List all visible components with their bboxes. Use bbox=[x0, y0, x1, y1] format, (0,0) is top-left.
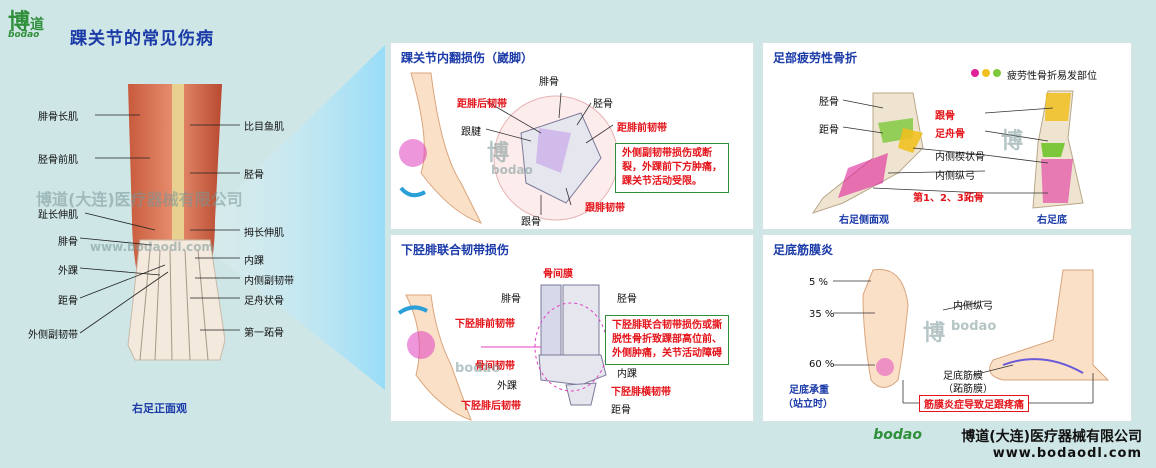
p4-load-title: 足底承重 bbox=[789, 385, 829, 396]
label-first-metatarsal: 第一跖骨 bbox=[244, 328, 284, 339]
caption-front-view: 右足正面观 bbox=[132, 402, 187, 415]
p3-note: 下胫腓联合韧带损伤或撕脱性骨折致踝部高位前、外侧肿痛，关节活动障碍 bbox=[605, 315, 729, 365]
legend-dot-yellow bbox=[982, 69, 990, 77]
p1-label-tibia: 胫骨 bbox=[593, 99, 613, 110]
highlight-beam bbox=[190, 45, 385, 390]
p3-label-ios-lig: 骨间韧带 bbox=[475, 361, 515, 372]
p1-label-post-talofib: 距腓后韧带 bbox=[457, 99, 507, 110]
p4-percent-heel: 60 % bbox=[809, 359, 835, 370]
footer-site: www.bodaodl.com bbox=[992, 446, 1142, 461]
panel-title: 下胫腓联合韧带损伤 bbox=[401, 243, 510, 257]
logo-glyph: 博道 bbox=[8, 9, 45, 35]
p3-watermark-text: bodao bbox=[455, 361, 501, 376]
label-fibula: 腓骨 bbox=[58, 237, 78, 248]
p4-load-sub: （站立时） bbox=[783, 399, 833, 410]
tibia-bone bbox=[172, 84, 184, 244]
p2-label-navicular: 足舟骨 bbox=[935, 129, 965, 140]
label-soleus: 比目鱼肌 bbox=[244, 122, 284, 133]
page-title: 踝关节的常见伤病 bbox=[70, 29, 214, 49]
panel-stress-fracture: 足部疲劳性骨折 疲劳性骨折易发部位 胫骨 距骨 跟骨 足舟骨 内侧楔状骨 内侧纵… bbox=[762, 42, 1132, 230]
p1-label-calcaneofib: 跟腓韧带 bbox=[585, 203, 625, 214]
p2-label-talus: 距骨 bbox=[819, 125, 839, 136]
legend-dot-green bbox=[993, 69, 1001, 77]
p4-watermark-text: bodao bbox=[951, 319, 997, 334]
p3-label-talus: 距骨 bbox=[611, 405, 631, 416]
panel-title: 足底筋膜炎 bbox=[773, 243, 834, 257]
label-talus: 距骨 bbox=[58, 296, 78, 307]
p2-label-arch: 内侧纵弓 bbox=[935, 171, 975, 182]
p2-watermark: 博 bbox=[1001, 129, 1024, 154]
p4-label-fascia2: （跖筋膜） bbox=[943, 384, 993, 395]
p3-label-post-lig: 下胫腓后韧带 bbox=[461, 401, 521, 412]
label-navicular: 足舟状骨 bbox=[244, 296, 284, 307]
label-medial-malleolus: 内踝 bbox=[244, 256, 264, 267]
leg-anatomy-illustration bbox=[79, 45, 385, 390]
watermark-url: www.bodaodl.com bbox=[90, 240, 214, 254]
p2-label-calc: 跟骨 bbox=[935, 111, 955, 122]
p1-watermark: 博 bbox=[487, 141, 510, 166]
p4-label-fascia: 足底筋膜 bbox=[943, 371, 983, 382]
label-lateral-malleolus: 外踝 bbox=[58, 266, 78, 277]
p3-label-fibula: 腓骨 bbox=[501, 294, 521, 305]
p4-percent-ball: 35 % bbox=[809, 309, 835, 320]
label-tibialis-anterior: 胫骨前肌 bbox=[38, 155, 78, 166]
label-medial-ligament: 内侧副韧带 bbox=[244, 276, 294, 287]
p2-caption-left: 右足侧面观 bbox=[839, 215, 889, 226]
legend-text: 疲劳性骨折易发部位 bbox=[1007, 71, 1097, 82]
p2-label-metatarsal: 第1、2、3跖骨 bbox=[913, 193, 984, 204]
panel-inversion-injury: 踝关节内翻损伤（崴脚） 腓骨 距腓后韧带 胫骨 距腓前韧带 跟腱 跟腓韧带 跟骨… bbox=[390, 42, 754, 230]
label-lateral-ligament: 外侧副韧带 bbox=[28, 330, 78, 341]
p4-bottom-note: 筋膜炎症导致足跟疼痛 bbox=[919, 395, 1029, 412]
p1-note: 外侧副韧带损伤或断裂，外踝前下方肿痛，踝关节活动受限。 bbox=[615, 143, 729, 193]
label-tibia: 胫骨 bbox=[244, 170, 264, 181]
p3-label-med-mal: 内踝 bbox=[617, 369, 637, 380]
p4-label-arch: 内侧纵弓 bbox=[953, 301, 993, 312]
p3-label-tibia: 胫骨 bbox=[617, 294, 637, 305]
p2-caption-right: 右足底 bbox=[1037, 215, 1067, 226]
p3-label-interosseous: 骨间膜 bbox=[543, 269, 573, 280]
p1-label-heel-tendon: 跟腱 bbox=[461, 127, 481, 138]
p2-label-shin: 胫骨 bbox=[819, 97, 839, 108]
p3-label-ant-lig: 下胫腓前韧带 bbox=[455, 319, 515, 330]
p2-label-cuneiform: 内侧楔状骨 bbox=[935, 152, 985, 163]
p4-watermark: 博 bbox=[923, 321, 946, 346]
p3-label-lat-mal: 外踝 bbox=[497, 381, 517, 392]
panel-plantar-fasciitis: 足底筋膜炎 5 % 35 % 60 % 内侧纵弓 足底筋膜 （跖筋膜） 足底承重… bbox=[762, 234, 1132, 422]
fracture-illustration bbox=[811, 90, 1084, 214]
p3-label-trans-lig: 下胫腓横韧带 bbox=[611, 387, 671, 398]
plantar-illustration bbox=[833, 268, 1110, 404]
label-ext-hallucis: 拇长伸肌 bbox=[244, 228, 284, 239]
p1-label-fibula: 腓骨 bbox=[539, 77, 559, 88]
watermark-company: 博道(大连)医疗器械有限公司 bbox=[36, 190, 243, 209]
p1-label-ant-talofib: 距腓前韧带 bbox=[617, 123, 667, 134]
footer-company: 博道(大连)医疗器械有限公司 bbox=[961, 429, 1142, 445]
syndesmosis-illustration bbox=[397, 284, 608, 421]
footer-brand: bodao bbox=[873, 427, 922, 443]
p1-watermark-text: bodao bbox=[491, 163, 533, 177]
p1-label-calcaneus: 跟骨 bbox=[521, 217, 541, 228]
p4-percent-toes: 5 % bbox=[809, 277, 829, 288]
logo-text: bodao bbox=[8, 30, 40, 40]
legend-dot-magenta bbox=[971, 69, 979, 77]
panel-title: 踝关节内翻损伤（崴脚） bbox=[401, 51, 534, 65]
panel-title: 足部疲劳性骨折 bbox=[773, 51, 858, 65]
panel-syndesmosis-injury: 下胫腓联合韧带损伤 骨间膜 腓骨 胫骨 下胫腓前韧带 骨间韧带 外踝 内踝 下胫… bbox=[390, 234, 754, 422]
label-peroneus-longus: 腓骨长肌 bbox=[38, 112, 78, 123]
label-ext-digitorum: 趾长伸肌 bbox=[38, 210, 78, 221]
inversion-illustration bbox=[399, 72, 619, 224]
